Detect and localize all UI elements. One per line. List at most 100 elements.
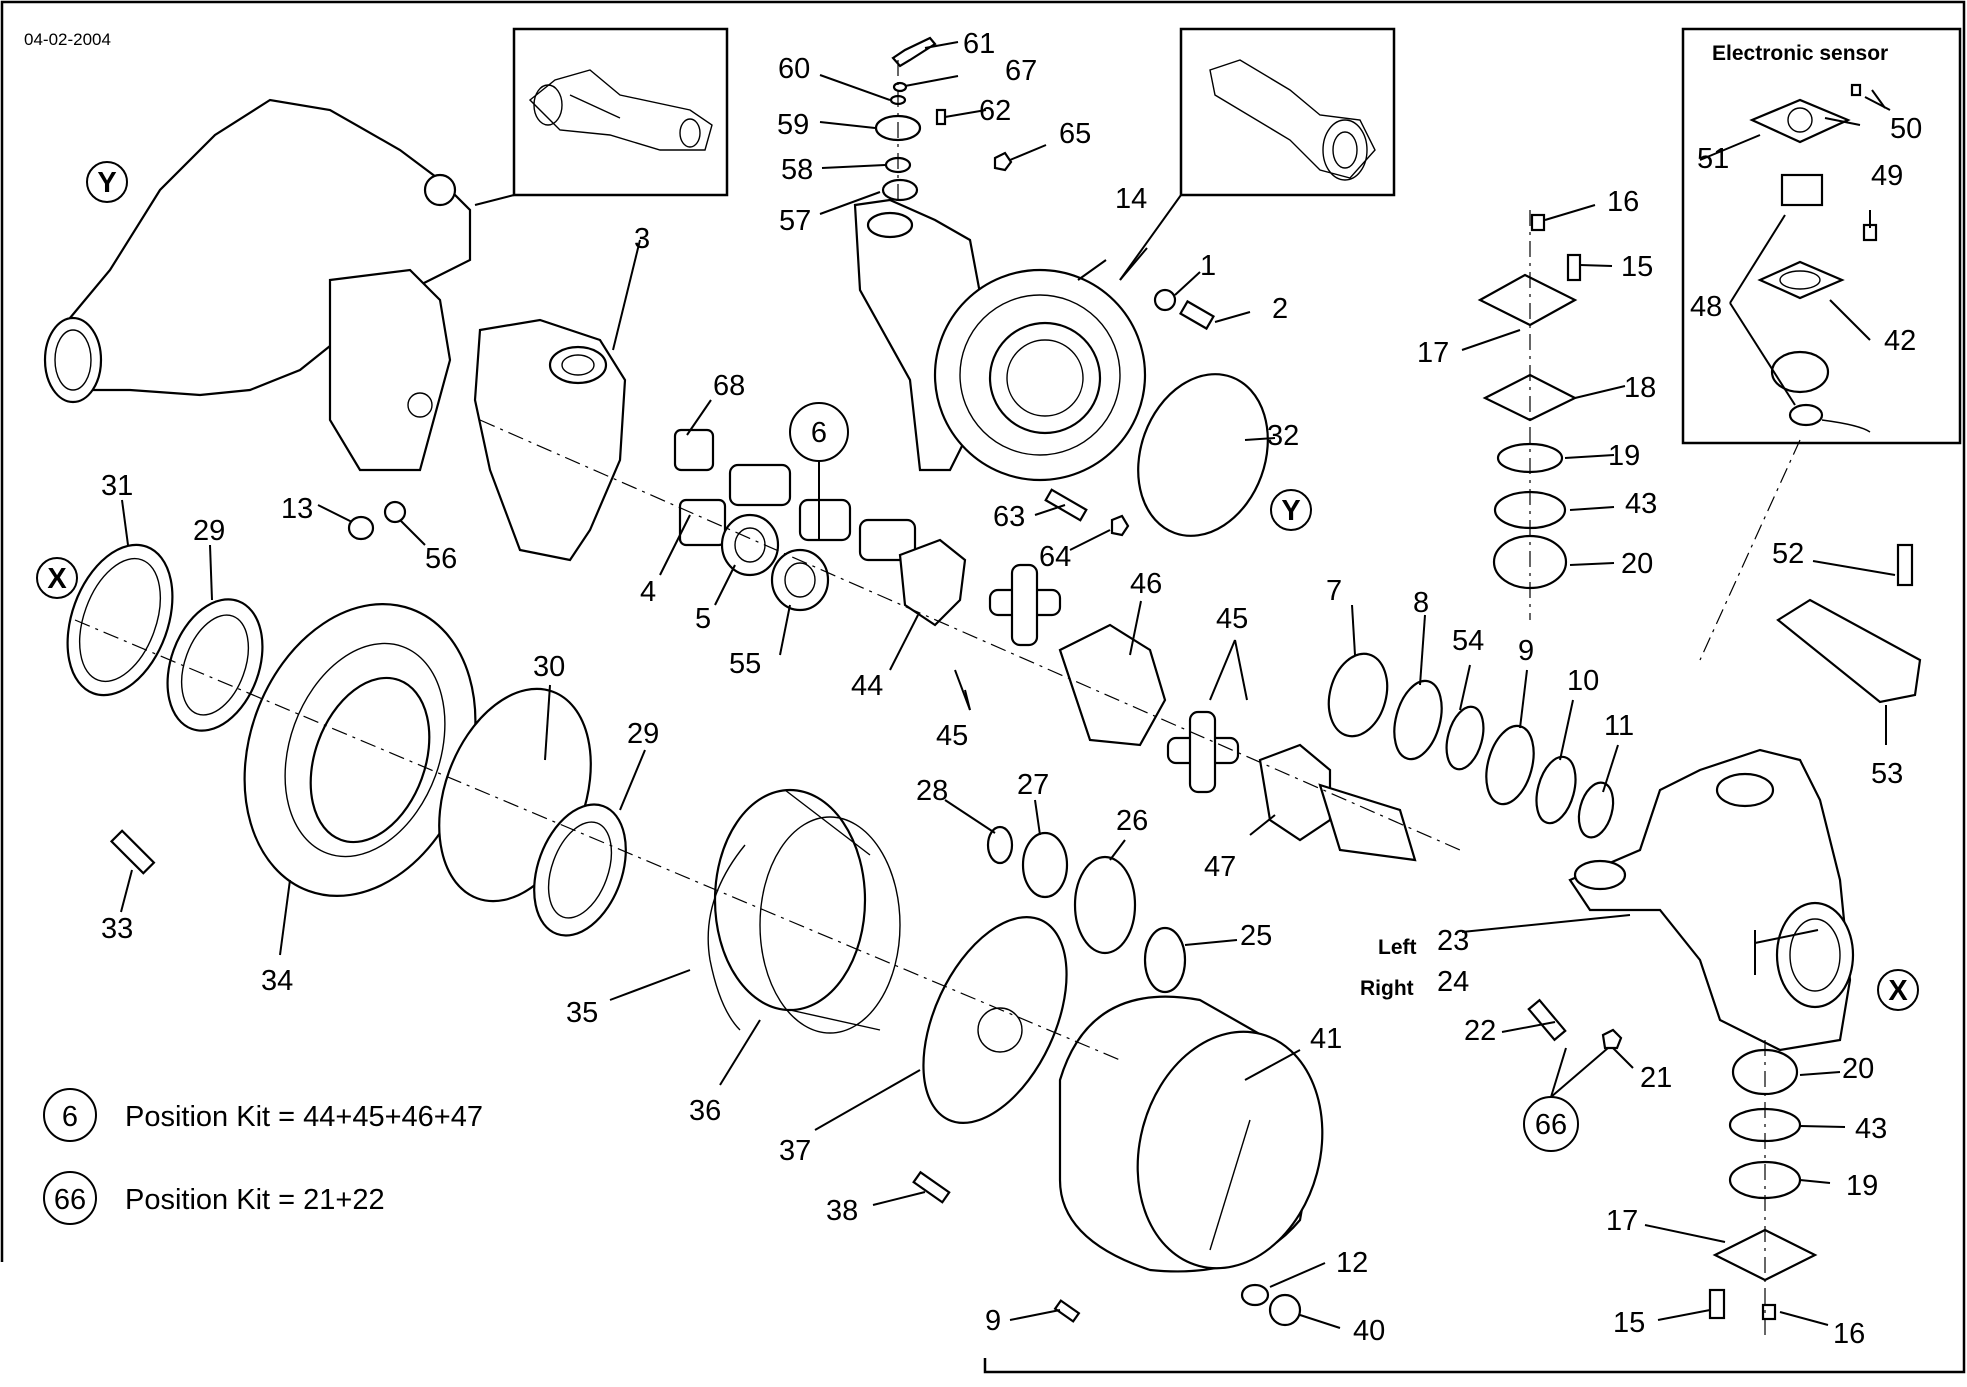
marker-y-right: Y [1270,489,1312,531]
callout-64: 64 [1039,541,1071,573]
kit-1-text: Position Kit = 44+45+46+47 [125,1101,483,1133]
callout-66-circle: 66 [1523,1047,1609,1152]
kit-legend-row-2: 66 Position Kit = 21+22 [43,1171,385,1225]
svg-text:6: 6 [811,417,827,449]
callout-29-hub: 29 [627,718,659,750]
callout-15-top: 15 [1621,251,1653,283]
callout-37: 37 [779,1135,811,1167]
callout-9-shaft: 9 [1518,635,1534,667]
stud-nut [1110,514,1130,537]
steering-yoke [473,318,627,562]
callout-45-right: 45 [1216,603,1248,635]
callout-14: 14 [1115,183,1147,215]
inset-axle-left-view [512,27,729,197]
callout-20-top: 20 [1621,548,1653,580]
thrust-washer [1535,755,1577,825]
callout-23: 23 [1437,925,1469,957]
washer [1153,288,1177,312]
electronic-sensor-title: Electronic sensor [1712,42,1888,65]
wheel-stud [109,829,156,875]
callout-16-top: 16 [1607,186,1639,218]
callout-56: 56 [425,543,457,575]
seal-washer [1240,1283,1270,1307]
callout-19-bottom: 19 [1846,1170,1878,1202]
plug-seal [383,500,407,524]
drain-plug [1268,1293,1302,1327]
shaft-seal [66,543,174,697]
callout-47: 47 [1204,851,1236,883]
axle-housing [43,98,472,472]
callout-16-bottom: 16 [1833,1318,1865,1350]
callout-11: 11 [1604,710,1634,742]
callout-43-top: 43 [1625,488,1657,520]
callout-36: 36 [689,1095,721,1127]
drawing-date: 04-02-2004 [24,30,111,49]
callout-35: 35 [566,997,598,1029]
circlip-end [1577,781,1615,839]
leader-lines [120,41,1896,1329]
callout-29-seal: 29 [193,515,225,547]
callout-27: 27 [1017,769,1049,801]
callout-41: 41 [1310,1023,1342,1055]
callout-19-top: 19 [1608,440,1640,472]
callout-25: 25 [1240,920,1272,952]
kit-legend-row-1: 6 Position Kit = 44+45+46+47 [43,1088,483,1142]
stop-nut [1601,1028,1623,1050]
marker-x-left: X [36,557,78,599]
breather-fitting [993,151,1013,172]
callout-20-bottom: 20 [1842,1053,1874,1085]
plate-bolt [1896,543,1914,587]
svg-text:X: X [47,563,67,595]
hub-bearing [533,803,627,937]
side-label-left: Left [1378,936,1417,959]
callout-45-left: 45 [936,720,968,752]
planet-carrier [922,916,1068,1124]
drive-shaft-parts [673,428,917,612]
grease-nipple-bolt [1179,299,1215,331]
circlip-small [1445,705,1485,771]
callout-57: 57 [779,205,811,237]
callout-3: 3 [634,223,650,255]
callout-2: 2 [1272,293,1288,325]
steering-arm-knuckle [1568,748,1855,1052]
callout-51: 51 [1697,143,1729,175]
callout-50: 50 [1890,113,1922,145]
callout-28: 28 [916,775,948,807]
inset-axle-right-view [1179,27,1396,197]
callout-13: 13 [281,493,313,525]
retaining-ring [986,825,1014,865]
callout-labels: 1 2 3 4 5 7 8 9 9 10 11 12 13 14 15 15 1… [101,28,1922,1350]
callout-65: 65 [1059,118,1091,150]
callout-7: 7 [1326,575,1342,607]
universal-joint [898,538,1417,862]
callout-26: 26 [1116,805,1148,837]
callout-33: 33 [101,913,133,945]
kit-2-number: 66 [54,1184,86,1216]
steering-knuckle [853,198,1147,482]
svg-text:Y: Y [97,167,116,199]
marker-x-right: X [1877,969,1919,1011]
callout-30: 30 [533,651,565,683]
taper-bearing [166,598,264,732]
callout-15-bottom: 15 [1613,1307,1645,1339]
screw-plug [347,515,375,541]
callout-17-bottom: 17 [1606,1205,1638,1237]
callout-44: 44 [851,670,883,702]
callout-17-top: 17 [1417,337,1449,369]
callout-10: 10 [1567,665,1599,697]
callout-60: 60 [778,53,810,85]
kit-1-number: 6 [62,1101,78,1133]
cover-screw [1053,1299,1081,1323]
callout-22: 22 [1464,1015,1496,1047]
callout-53: 53 [1871,758,1903,790]
snap-ring [707,844,746,1031]
stud [1044,488,1088,522]
seal-ring [1327,652,1389,738]
callout-31: 31 [101,470,133,502]
callout-40: 40 [1353,1315,1385,1347]
callout-4: 4 [640,576,656,608]
callout-5: 5 [695,603,711,635]
callout-59: 59 [777,109,809,141]
svg-text:Y: Y [1281,495,1300,527]
sun-gear [1021,831,1069,899]
